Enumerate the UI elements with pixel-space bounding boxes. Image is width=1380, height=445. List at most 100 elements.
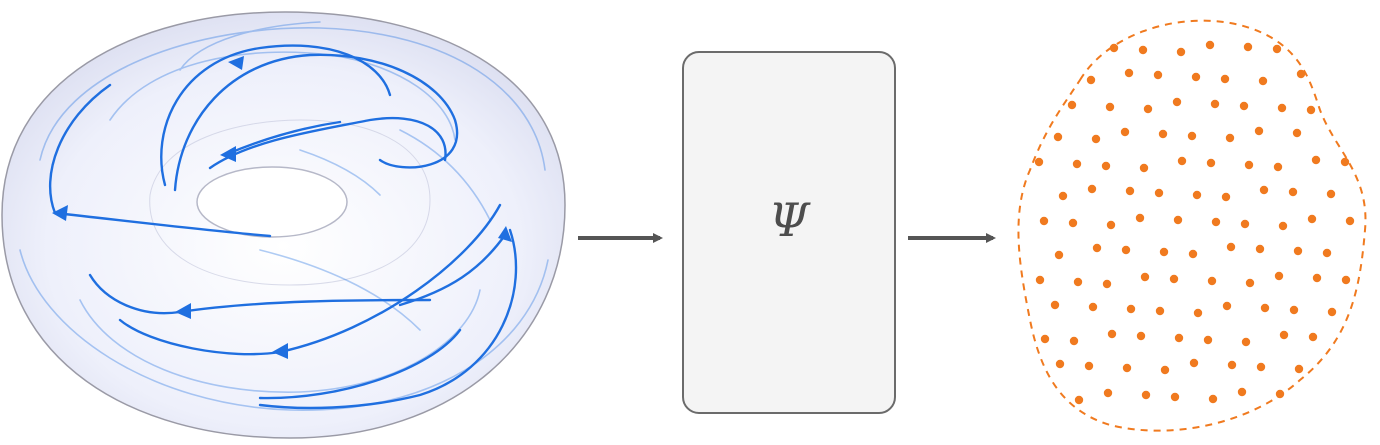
cloud-point-72: [1207, 276, 1217, 286]
cloud-point-84: [1289, 305, 1299, 315]
cloud-point-83: [1260, 303, 1270, 313]
cloud-point-74: [1274, 271, 1284, 281]
cloud-point-60: [1121, 245, 1131, 255]
point-cloud-outline: [1017, 19, 1367, 432]
cloud-point-50: [1106, 220, 1116, 230]
cloud-point-51: [1135, 213, 1145, 223]
cloud-point-66: [1322, 248, 1332, 258]
cloud-point-67: [1035, 275, 1045, 285]
cloud-point-92: [1241, 337, 1251, 347]
cloud-point-68: [1073, 277, 1083, 287]
cloud-point-47: [1326, 189, 1336, 199]
cloud-point-108: [1237, 387, 1247, 397]
cloud-point-38: [1340, 157, 1350, 167]
cloud-point-103: [1074, 395, 1084, 405]
cloud-point-105: [1141, 390, 1151, 400]
cloud-point-58: [1054, 250, 1064, 260]
cloud-point-40: [1087, 184, 1097, 194]
cloud-point-52: [1173, 215, 1183, 225]
cloud-point-56: [1307, 214, 1317, 224]
cloud-point-19: [1277, 103, 1287, 113]
cloud-point-4: [1243, 42, 1253, 52]
cloud-point-14: [1105, 102, 1115, 112]
cloud-point-22: [1091, 134, 1101, 144]
cloud-point-36: [1273, 162, 1283, 172]
cloud-point-24: [1158, 129, 1168, 139]
cloud-point-63: [1226, 242, 1236, 252]
cloud-point-48: [1039, 216, 1049, 226]
cloud-point-30: [1072, 159, 1082, 169]
cloud-point-102: [1294, 364, 1304, 374]
cloud-point-61: [1159, 247, 1169, 257]
cloud-point-104: [1103, 388, 1113, 398]
cloud-point-23: [1120, 127, 1130, 137]
cloud-point-53: [1211, 217, 1221, 227]
cloud-point-91: [1203, 335, 1213, 345]
cloud-point-81: [1193, 308, 1203, 318]
cloud-point-7: [1124, 68, 1134, 78]
cloud-point-12: [1296, 69, 1306, 79]
cloud-point-25: [1187, 131, 1197, 141]
cloud-point-86: [1040, 334, 1050, 344]
cloud-point-33: [1177, 156, 1187, 166]
cloud-point-98: [1160, 365, 1170, 375]
cloud-point-5: [1272, 44, 1282, 54]
cloud-point-93: [1279, 330, 1289, 340]
cloud-point-35: [1244, 160, 1254, 170]
cloud-point-59: [1092, 243, 1102, 253]
cloud-point-49: [1068, 218, 1078, 228]
cloud-point-3: [1205, 40, 1215, 50]
cloud-point-18: [1239, 101, 1249, 111]
cloud-point-42: [1154, 188, 1164, 198]
cloud-point-62: [1188, 249, 1198, 259]
cloud-point-11: [1258, 76, 1268, 86]
cloud-point-29: [1034, 157, 1044, 167]
cloud-point-13: [1067, 100, 1077, 110]
cloud-point-69: [1102, 279, 1112, 289]
torus-inner-shade: [149, 119, 431, 286]
cloud-point-78: [1088, 302, 1098, 312]
cloud-point-85: [1327, 307, 1337, 317]
cloud-point-34: [1206, 158, 1216, 168]
cloud-point-76: [1341, 275, 1351, 285]
cloud-point-17: [1210, 99, 1220, 109]
cloud-point-100: [1227, 360, 1237, 370]
cloud-point-54: [1240, 219, 1250, 229]
cloud-point-43: [1192, 190, 1202, 200]
cloud-point-10: [1220, 74, 1230, 84]
cloud-point-101: [1256, 362, 1266, 372]
cloud-point-109: [1275, 389, 1285, 399]
cloud-point-41: [1125, 186, 1135, 196]
cloud-point-27: [1254, 126, 1264, 136]
operator-box: [682, 51, 896, 414]
cloud-point-20: [1306, 105, 1316, 115]
cloud-point-71: [1169, 274, 1179, 284]
cloud-point-9: [1191, 72, 1201, 82]
cloud-point-57: [1345, 216, 1355, 226]
cloud-point-37: [1311, 155, 1321, 165]
cloud-point-32: [1139, 163, 1149, 173]
cloud-point-2: [1176, 47, 1186, 57]
cloud-point-26: [1225, 133, 1235, 143]
cloud-point-64: [1255, 244, 1265, 254]
cloud-point-39: [1058, 191, 1068, 201]
cloud-point-45: [1259, 185, 1269, 195]
cloud-point-16: [1172, 97, 1182, 107]
cloud-point-96: [1084, 361, 1094, 371]
cloud-point-95: [1055, 359, 1065, 369]
cloud-point-70: [1140, 272, 1150, 282]
cloud-point-28: [1292, 128, 1302, 138]
cloud-point-44: [1221, 192, 1231, 202]
cloud-point-88: [1107, 329, 1117, 339]
cloud-point-15: [1143, 104, 1153, 114]
cloud-point-6: [1086, 75, 1096, 85]
cloud-point-80: [1155, 306, 1165, 316]
cloud-point-0: [1109, 43, 1119, 53]
cloud-point-8: [1153, 70, 1163, 80]
cloud-point-1: [1138, 45, 1148, 55]
cloud-point-77: [1050, 300, 1060, 310]
cloud-point-99: [1189, 358, 1199, 368]
cloud-point-73: [1245, 278, 1255, 288]
cloud-point-87: [1069, 336, 1079, 346]
